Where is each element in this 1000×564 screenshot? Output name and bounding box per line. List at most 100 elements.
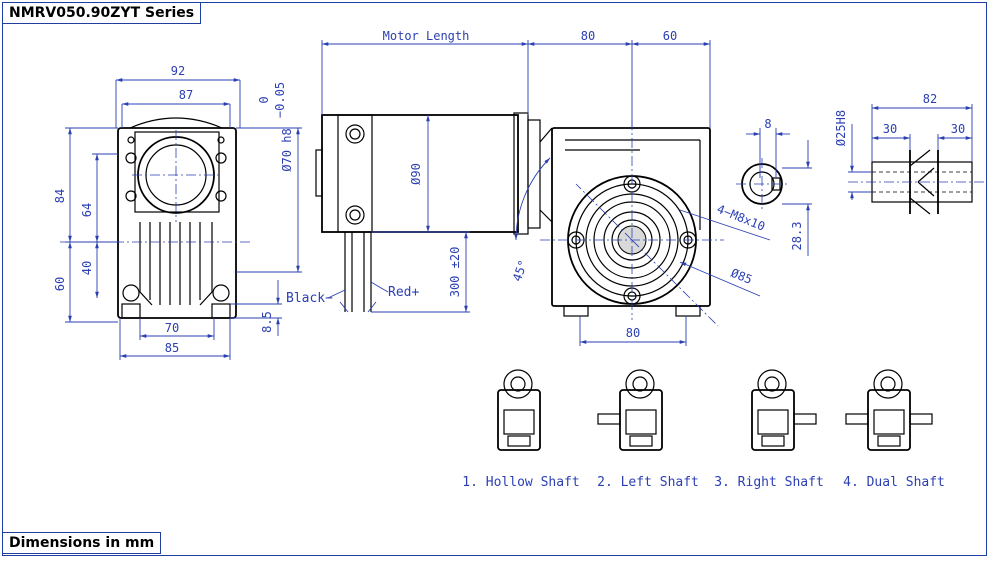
option-flange [757,369,787,399]
brush-cap-top [345,124,365,144]
dim-height-flange-text: 64 [80,203,94,217]
wire-leaders [327,281,389,299]
mount-hole [127,136,135,144]
option-output-shaft [909,413,933,425]
dim-motor-dia-text: Ø90 [409,163,423,185]
wire-ends [339,301,377,313]
option-bore [880,376,896,392]
mount-hole [215,190,227,202]
option-output-shaft [597,413,621,425]
dim-motor-length-text: Motor Length [383,29,470,43]
option-left-shaft [597,369,663,451]
motor-adapter [527,119,541,229]
ext-lines [371,231,470,313]
pcd-diagonal [575,183,719,327]
option-label-hollow: 1. Hollow Shaft [462,475,579,490]
dim-gear-len-a-text: 80 [581,29,595,43]
foot-left [121,303,141,319]
ext-lines [782,167,812,205]
ext-lines [871,104,973,162]
option-motor-mount [877,435,901,447]
option-bore [510,376,526,392]
brush-cap-bottom-inner [349,209,361,221]
motor-rear-cap [337,114,373,233]
mount-hole [217,136,225,144]
dim-wire-length-text: 300 ±20 [448,247,462,298]
units-note: Dimensions in mm [2,532,162,554]
bolt-spec-leader [679,209,771,241]
hub-section-hatch [909,149,935,215]
dim-length-left-text: 30 [883,122,897,136]
dim-key-height-text: 28.3 [790,222,804,251]
option-flange [625,369,655,399]
dim-width-body-text: 87 [179,88,193,102]
dim-length-right-text: 30 [951,122,965,136]
option-gear-cover [873,409,905,435]
dim-tolerance-upper: 0 [257,96,271,103]
gearbox-housing-front [117,127,237,319]
ext-lines [119,318,231,360]
option-right-shaft [751,369,817,451]
housing-lower-body [139,222,213,306]
mount-hole [125,152,137,164]
ext-lines [321,40,711,130]
ext-lines [65,127,118,323]
sheet-border [2,2,987,556]
shaft-hidden-lines [872,171,972,193]
gearbox-foot [675,305,701,317]
option-output-shaft [845,413,869,425]
housing-top-curve [129,117,223,129]
ext-lines [115,80,241,128]
dim-tolerance-lower: −0.05 [273,82,287,118]
foot-right [211,303,231,319]
option-bore [764,376,780,392]
ext-lines [236,127,302,273]
pcd-leader [679,261,761,297]
dim-length-total-text: 82 [923,92,937,106]
motor-view: Black− Red+ Ø90 300 ±20 Motor Length 80 … [286,29,771,346]
dim-height-upper-text: 84 [53,189,67,203]
dim-height-lower-a-text: 40 [80,261,94,275]
wire-red-label: Red+ [388,285,419,300]
dim-angle-arc [514,157,551,241]
option-flange [503,369,533,399]
dim-bore-dia-text: Ø25H8 [834,110,848,146]
motor-wires [344,232,372,312]
dim-width-overall-text: 92 [171,64,185,78]
option-hollow-shaft [497,369,541,451]
bolt-spec-text: 4−M8x10 [715,202,767,234]
option-gear-cover [625,409,657,435]
dim-height-lower-b-text: 60 [53,277,67,291]
dim-flange-dia-text: Ø70 h8 [280,128,294,171]
ext-lines [230,303,282,319]
option-motor-mount [629,435,653,447]
option-dual-shaft [845,369,933,451]
option-label-right: 3. Right Shaft [714,475,824,490]
shaft-options: 1. Hollow Shaft 2. Left Shaft 3. Right S… [462,369,945,490]
shaft-centerline [736,158,790,210]
option-gear-cover [757,409,789,435]
brush-cap-top-inner [349,128,361,140]
ext-lines [759,128,777,178]
gearbox-top-details [565,139,701,230]
dim-foot-height-text: 8.5 [260,311,274,333]
bore-centerline [132,130,220,222]
housing-flange [134,131,220,213]
option-label-left: 2. Left Shaft [597,475,699,490]
dim-base-width-b-text: 85 [165,341,179,355]
option-housing [497,389,541,451]
lower-boss [122,284,140,302]
gearbox-adapter-lines [539,127,553,223]
dim-key-width-text: 8 [764,117,771,131]
option-label-dual: 4. Dual Shaft [843,475,945,490]
dim-base-width-a-text: 70 [165,321,179,335]
dim-gear-len-b-text: 60 [663,29,677,43]
option-output-shaft [793,413,817,425]
option-motor-mount [507,435,531,447]
shaft-side-detail: 82 30 30 Ø25H8 [834,92,984,215]
option-flange [873,369,903,399]
option-bore [632,376,648,392]
brush-cap-bottom [345,205,365,225]
